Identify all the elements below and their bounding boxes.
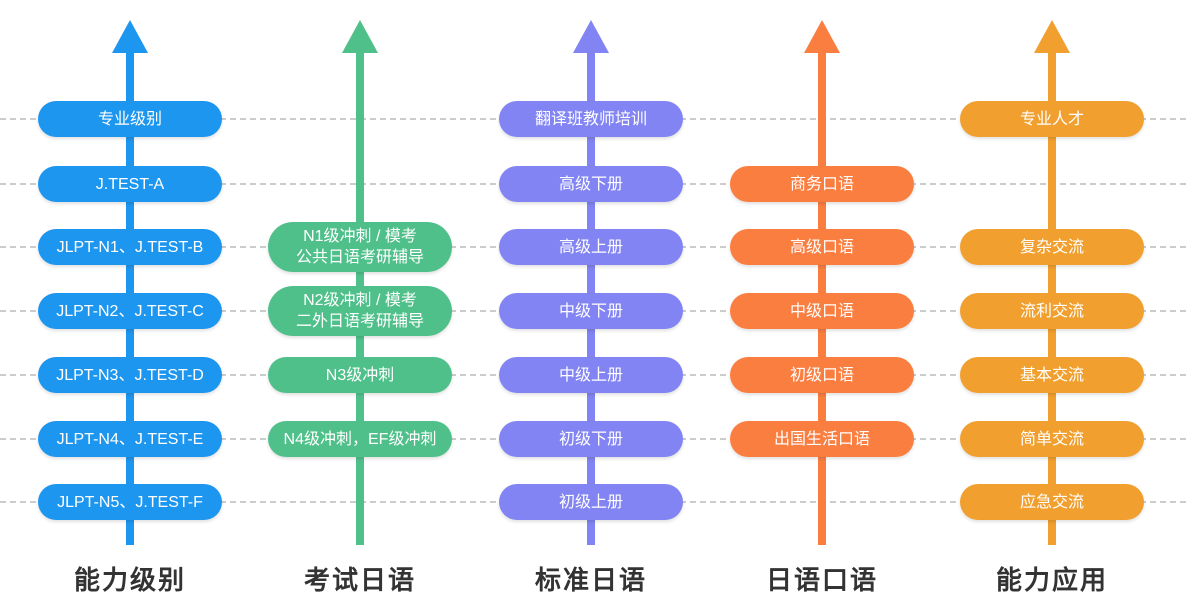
course-pill-text: J.TEST-A xyxy=(95,175,165,193)
course-pill: 应急交流 xyxy=(960,484,1144,520)
course-pill-text: 应急交流 xyxy=(1019,493,1084,511)
course-pill: 初级下册 xyxy=(499,421,683,457)
course-pill: JLPT-N1、J.TEST-B xyxy=(38,229,222,265)
course-pill: JLPT-N5、J.TEST-F xyxy=(38,484,222,520)
course-pill-text: JLPT-N4、J.TEST-E xyxy=(56,430,204,448)
course-pill-text: 中级口语 xyxy=(789,302,854,320)
course-pill-text: 公共日语考研辅导 xyxy=(295,249,424,266)
arrow-up-icon xyxy=(1034,20,1070,53)
course-pill-text: N2级冲刺 / 模考 xyxy=(303,292,417,309)
course-pill-text: 初级上册 xyxy=(558,493,623,511)
course-pill-text: 出国生活口语 xyxy=(773,430,870,448)
course-pill: JLPT-N3、J.TEST-D xyxy=(38,357,222,393)
course-pill-text: JLPT-N5、J.TEST-F xyxy=(57,493,203,511)
course-pill: 基本交流 xyxy=(960,357,1144,393)
course-pill-text: 初级下册 xyxy=(558,430,623,448)
course-pill-text: 流利交流 xyxy=(1019,302,1084,320)
course-pill-text: 二外日语考研辅导 xyxy=(295,313,424,330)
course-pill: 专业人才 xyxy=(960,101,1144,137)
course-pill-text: 复杂交流 xyxy=(1019,238,1084,256)
course-pill: N4级冲刺，EF级冲刺 xyxy=(268,421,452,457)
arrow-up-icon xyxy=(342,20,378,53)
course-pill-text: N1级冲刺 / 模考 xyxy=(303,228,417,245)
arrow-up-icon xyxy=(804,20,840,53)
course-pill: N2级冲刺 / 模考二外日语考研辅导 xyxy=(268,286,452,336)
course-pill-text: 简单交流 xyxy=(1019,430,1084,448)
course-pill-text: JLPT-N3、J.TEST-D xyxy=(56,366,204,384)
arrow-up-icon xyxy=(573,20,609,53)
column-title: 能力应用 xyxy=(995,565,1108,595)
course-pill-text: 基本交流 xyxy=(1019,366,1084,384)
course-pill-text: 专业人才 xyxy=(1019,110,1084,128)
course-pill-text: N3级冲刺 xyxy=(325,366,395,384)
course-pill: JLPT-N2、J.TEST-C xyxy=(38,293,222,329)
course-pill: 高级口语 xyxy=(730,229,914,265)
course-pill: 高级上册 xyxy=(499,229,683,265)
course-pill: N1级冲刺 / 模考公共日语考研辅导 xyxy=(268,222,452,272)
course-pill: N3级冲刺 xyxy=(268,357,452,393)
course-pill-text: 商务口语 xyxy=(789,175,854,193)
course-pill-text: 高级口语 xyxy=(789,238,854,256)
course-pill: JLPT-N4、J.TEST-E xyxy=(38,421,222,457)
course-pill: 初级上册 xyxy=(499,484,683,520)
course-pill: 简单交流 xyxy=(960,421,1144,457)
arrow-up-icon xyxy=(112,20,148,53)
course-pill-text: 初级口语 xyxy=(789,366,854,384)
course-pill: 复杂交流 xyxy=(960,229,1144,265)
course-pill-text: 中级下册 xyxy=(558,302,623,320)
column-title: 能力级别 xyxy=(73,565,186,595)
course-pill: J.TEST-A xyxy=(38,166,222,202)
course-pill: 商务口语 xyxy=(730,166,914,202)
course-pill-text: JLPT-N2、J.TEST-C xyxy=(56,302,204,320)
column-title: 标准日语 xyxy=(534,565,647,595)
course-pill-text: JLPT-N1、J.TEST-B xyxy=(56,238,204,256)
course-pill: 专业级别 xyxy=(38,101,222,137)
course-pill-text: N4级冲刺，EF级冲刺 xyxy=(283,430,437,448)
course-pill: 翻译班教师培训 xyxy=(499,101,683,137)
course-pill: 中级上册 xyxy=(499,357,683,393)
course-pill: 中级下册 xyxy=(499,293,683,329)
course-pill: 高级下册 xyxy=(499,166,683,202)
column-title: 日语口语 xyxy=(765,565,878,595)
course-pill: 初级口语 xyxy=(730,357,914,393)
course-pill: 出国生活口语 xyxy=(730,421,914,457)
column-title: 考试日语 xyxy=(303,565,416,595)
course-pill-text: 翻译班教师培训 xyxy=(534,110,647,128)
course-pill-text: 高级下册 xyxy=(558,175,623,193)
course-pill-text: 高级上册 xyxy=(558,238,623,256)
course-pill-text: 中级上册 xyxy=(558,366,623,384)
course-pill-text: 专业级别 xyxy=(97,110,162,128)
course-pill: 流利交流 xyxy=(960,293,1144,329)
course-pill: 中级口语 xyxy=(730,293,914,329)
